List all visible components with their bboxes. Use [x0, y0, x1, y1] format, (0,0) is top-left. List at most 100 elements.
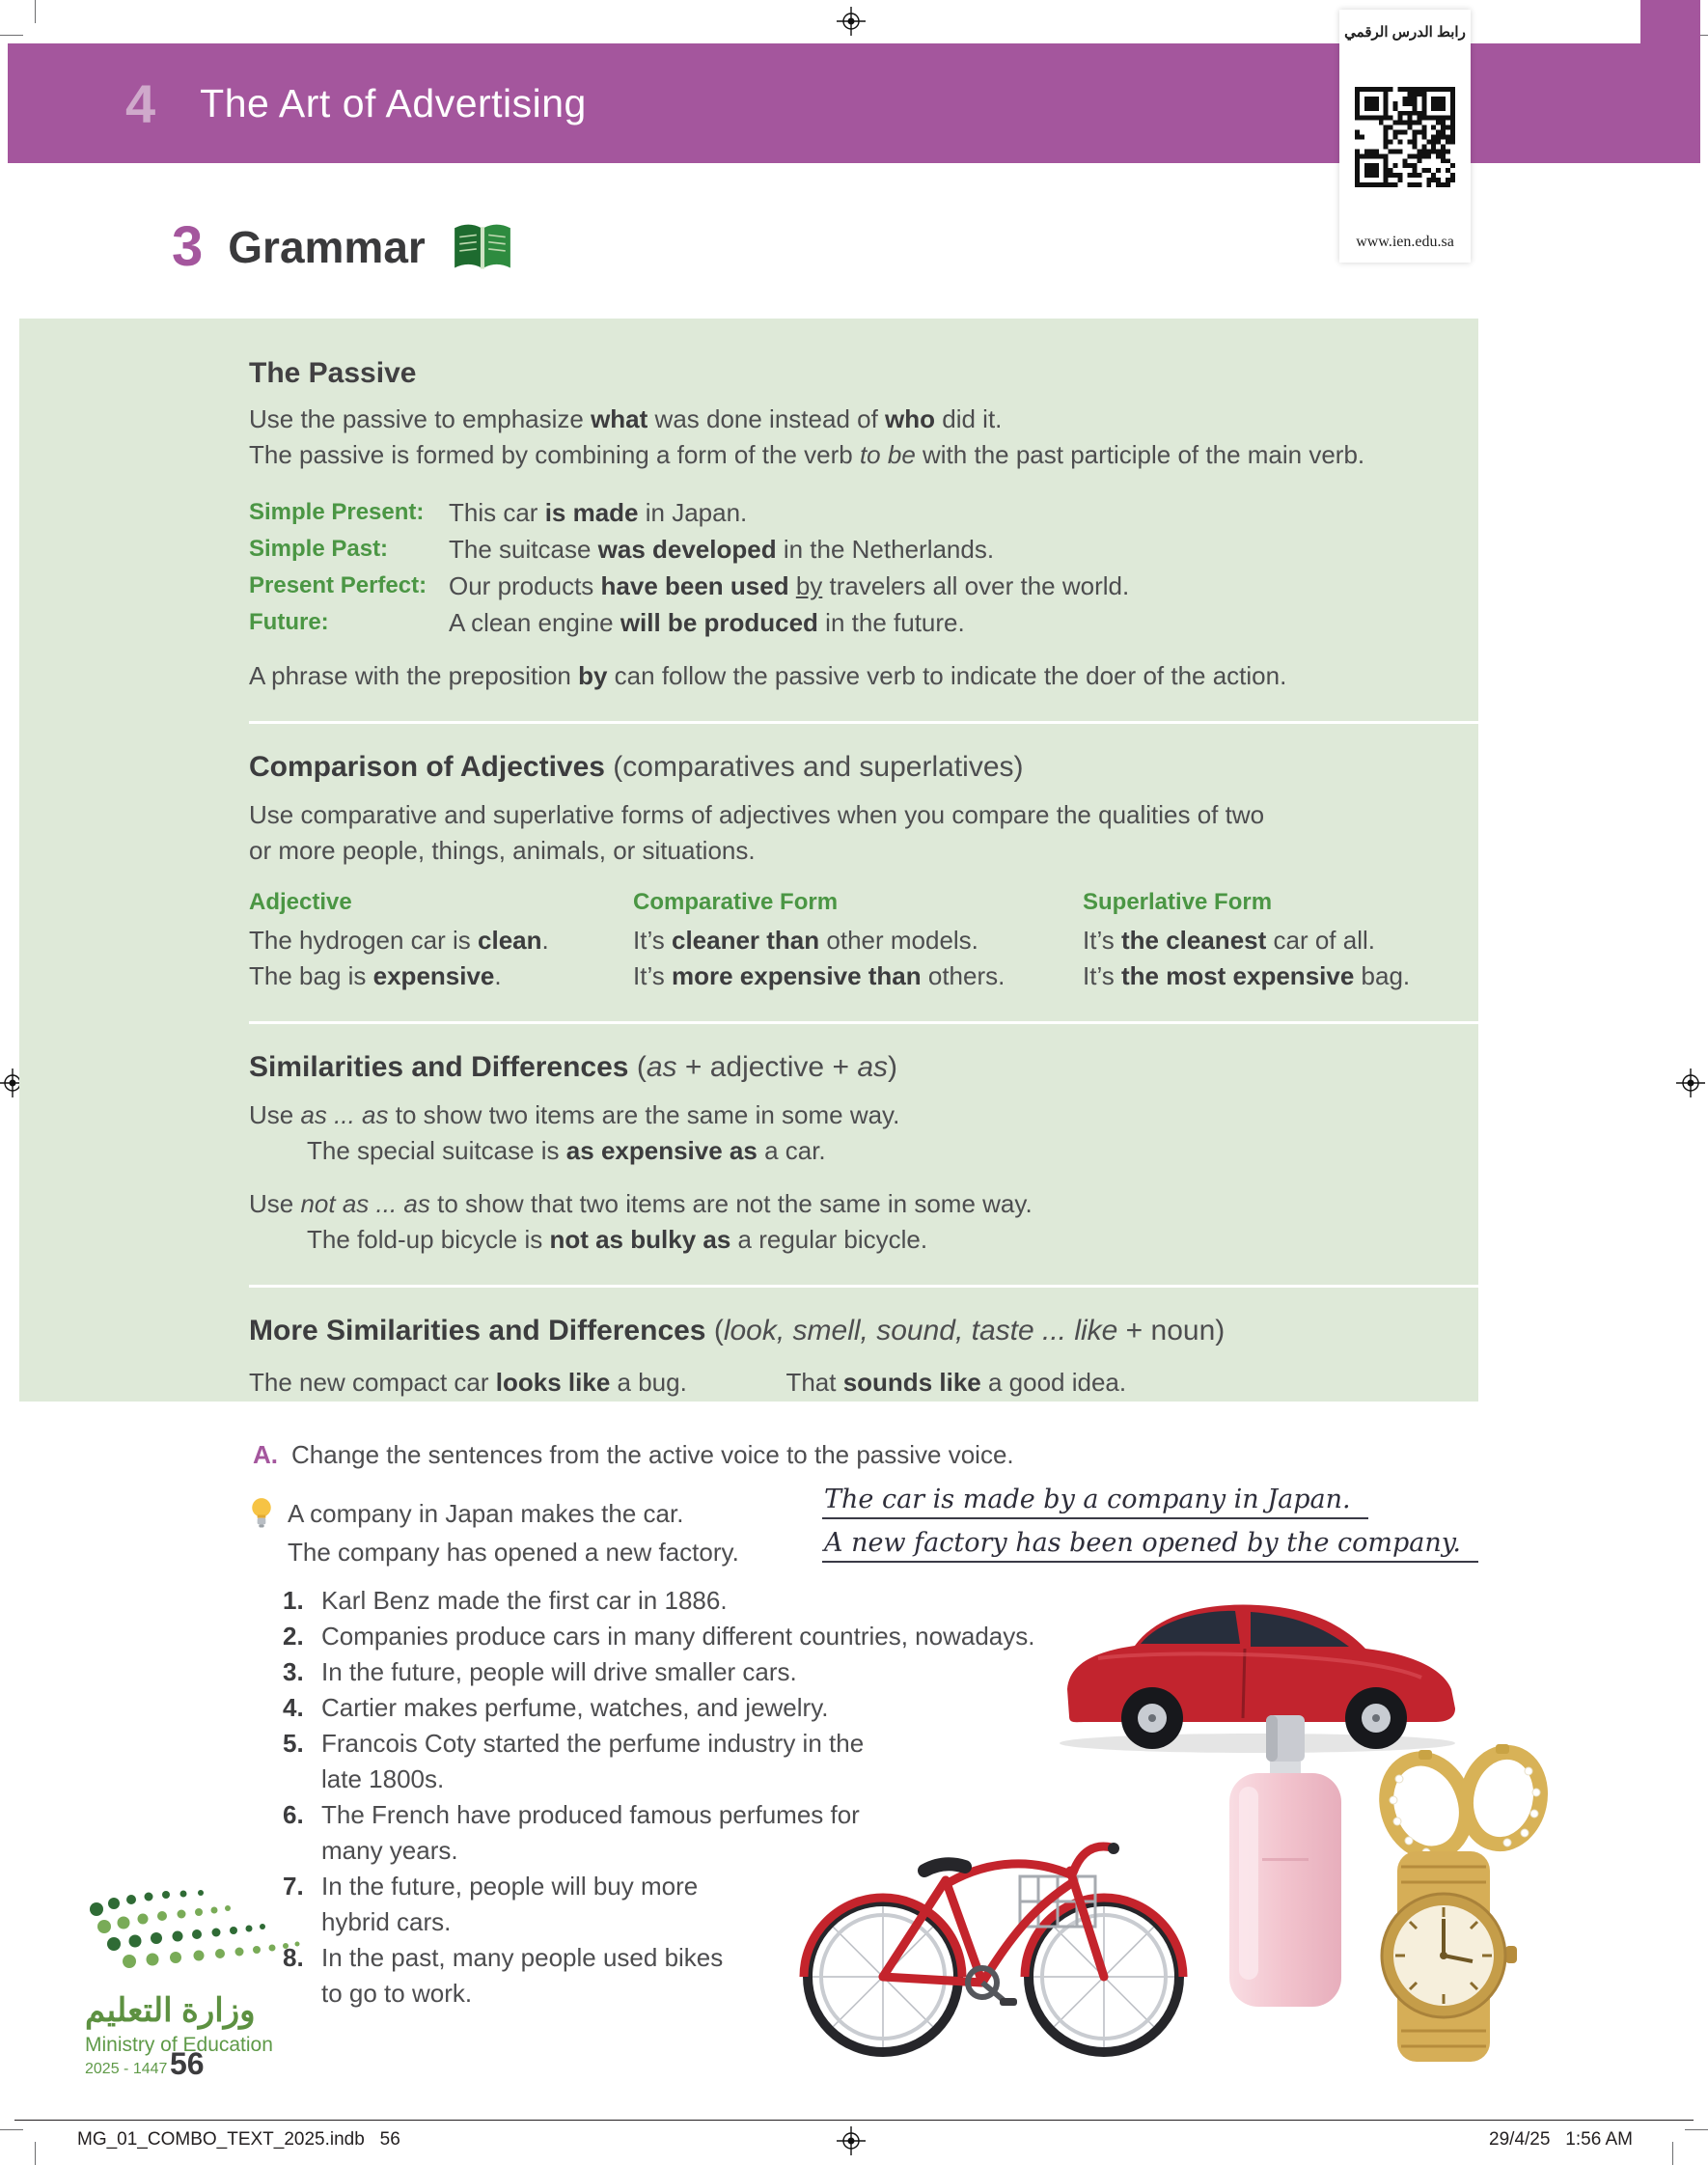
page-bleed-tab	[1640, 0, 1700, 50]
red-car-image	[1040, 1562, 1470, 1760]
exercise-example: A company in Japan makes the car. The co…	[249, 1494, 739, 1571]
superlative-column: Superlative Form It’s the cleanest car o…	[1083, 888, 1411, 994]
list-item: 3. In the future, people will drive small…	[283, 1654, 1082, 1690]
tense-sentence: The suitcase was developed in the Nether…	[449, 535, 995, 564]
footer-timestamp: 29/4/25 1:56 AM	[1489, 2129, 1633, 2150]
item-text: Cartier makes perfume, watches, and jewe…	[321, 1693, 829, 1722]
table-cell: The bag is expensive.	[249, 961, 502, 990]
qr-label-arabic: رابط الدرس الرقمي	[1344, 24, 1466, 41]
grammar-reference-panel: The Passive Use the passive to emphasize…	[19, 319, 1478, 1402]
tense-sentence: Our products have been used by travelers…	[449, 571, 1130, 600]
item-text: Companies produce cars in many different…	[321, 1622, 1035, 1651]
table-cell: It’s cleaner than other models.	[633, 926, 978, 955]
more-similarities-heading: More Similarities and Differences (look,…	[249, 1315, 1226, 1346]
tense-sentence: A clean engine will be produced in the f…	[449, 608, 965, 637]
footer-filename: MG_01_COMBO_TEXT_2025.indb 56	[77, 2129, 400, 2150]
crop-mark	[1672, 2142, 1673, 2165]
section-heading: 3 Grammar	[172, 214, 514, 279]
table-cell: It’s the cleanest car of all.	[1083, 926, 1375, 955]
qr-code	[1355, 87, 1455, 187]
example-prompts: A company in Japan makes the car. The co…	[288, 1494, 739, 1571]
handwritten-answer: The car is made by a company in Japan.	[822, 1485, 1368, 1519]
list-item: 2.Companies produce cars in many differe…	[283, 1619, 1082, 1654]
exercise-letter: A.	[253, 1440, 278, 1469]
comparative-column: Comparative Form It’s cleaner than other…	[633, 888, 1083, 994]
example-prompt: A company in Japan makes the car.	[288, 1499, 684, 1528]
section-divider	[249, 1285, 1478, 1288]
registration-mark-icon	[0, 1069, 27, 1097]
comparison-intro-line1: Use comparative and superlative forms of…	[249, 800, 1265, 829]
handwritten-answer: A new factory has been opened by the com…	[822, 1528, 1479, 1563]
item-number: 4.	[283, 1693, 304, 1722]
tense-label: Simple Present:	[249, 499, 425, 525]
table-cell: It’s more expensive than others.	[633, 961, 1006, 990]
column-header: Adjective	[249, 889, 352, 915]
ministry-logo-dots	[90, 1890, 300, 1968]
similarities-heading: Similarities and Differences (as + adjec…	[249, 1051, 897, 1083]
tense-examples: Simple Present: This car is made in Japa…	[249, 494, 1411, 641]
section-title: Grammar	[228, 221, 426, 272]
perfume-bottle-image	[1224, 1713, 1347, 2012]
list-item: 6. The French have produced famous perfum…	[283, 1797, 1082, 1869]
exercise-a-header: A. Change the sentences from the active …	[253, 1440, 1014, 1470]
passive-intro-line2: The passive is formed by combining a for…	[249, 440, 1365, 469]
grammar-book-icon	[451, 220, 514, 274]
similarities-example1: The special suitcase is as expensive as …	[307, 1136, 826, 1165]
similarities-example2: The fold-up bicycle is not as bulky as a…	[307, 1225, 928, 1254]
example-right: That sounds like a good idea.	[785, 1368, 1127, 1397]
page-number: 56	[170, 2046, 205, 2081]
example-left: The new compact car looks like a bug.	[249, 1368, 687, 1397]
spacer	[249, 1169, 1411, 1186]
item-number: 3.	[283, 1657, 304, 1686]
item-text: In the future, people will drive smaller…	[321, 1657, 797, 1686]
lightbulb-icon	[249, 1496, 274, 1531]
list-item: 5. Francois Coty started the perfume indu…	[283, 1726, 1082, 1797]
example-answers: The car is made by a company in Japan. A…	[822, 1485, 1479, 1571]
table-cell: The hydrogen car is clean.	[249, 926, 549, 955]
registration-mark-icon	[837, 2126, 866, 2155]
ministry-years: 2025 - 1447	[85, 2061, 168, 2077]
example-prompt: The company has opened a new factory.	[288, 1538, 739, 1567]
section-number: 3	[172, 215, 204, 278]
item-text: Karl Benz made the first car in 1886.	[321, 1586, 728, 1615]
table-cell: It’s the most expensive bag.	[1083, 961, 1411, 990]
crop-mark	[0, 2129, 23, 2130]
crop-mark	[35, 2142, 36, 2165]
adjective-column: Adjective The hydrogen car is clean. The…	[249, 888, 633, 994]
item-number: 5.	[283, 1729, 304, 1758]
comparison-heading: Comparison of Adjectives (comparatives a…	[249, 751, 1024, 783]
crop-mark	[35, 0, 36, 23]
item-text: The French have produced famous perfumes…	[321, 1800, 860, 1865]
section-divider	[249, 1021, 1478, 1024]
item-number: 8.	[283, 1943, 304, 1972]
item-number: 6.	[283, 1800, 304, 1829]
unit-title: The Art of Advertising	[200, 80, 587, 125]
more-similarities-examples: The new compact car looks like a bug. Th…	[249, 1365, 1411, 1401]
comparison-table: Adjective The hydrogen car is clean. The…	[249, 888, 1411, 994]
ministry-name: Ministry of Education	[85, 2034, 273, 2056]
tense-label: Simple Past:	[249, 536, 389, 562]
ministry-logo-arabic: وزارة التعليم	[85, 1992, 256, 2029]
similarities-use1: Use as ... as to show two items are the …	[249, 1100, 900, 1129]
unit-number: 4	[125, 72, 156, 134]
similarities-use2: Use not as ... as to show that two items…	[249, 1189, 1033, 1218]
item-number: 1.	[283, 1586, 304, 1615]
item-number: 7.	[283, 1872, 304, 1901]
list-item: 4. Cartier makes perfume, watches, and je…	[283, 1690, 1082, 1726]
column-header: Comparative Form	[633, 889, 839, 915]
item-text: Francois Coty started the perfume indust…	[321, 1729, 865, 1793]
exercise-instruction: Change the sentences from the active voi…	[291, 1440, 1014, 1469]
comparison-intro-line2: or more people, things, animals, or situ…	[249, 836, 756, 865]
passive-note: A phrase with the preposition by can fol…	[249, 661, 1287, 690]
qr-url: www.ien.edu.sa	[1356, 234, 1454, 250]
tense-sentence: This car is made in Japan.	[449, 498, 748, 527]
ministry-branding: وزارة التعليم Ministry of Education 2025…	[85, 1880, 336, 2078]
list-item: 1. Karl Benz made the first car in 1886.	[283, 1583, 1082, 1619]
red-bicycle-image	[784, 1774, 1198, 2064]
tense-label: Present Perfect:	[249, 572, 427, 598]
tense-label: Future:	[249, 609, 329, 635]
